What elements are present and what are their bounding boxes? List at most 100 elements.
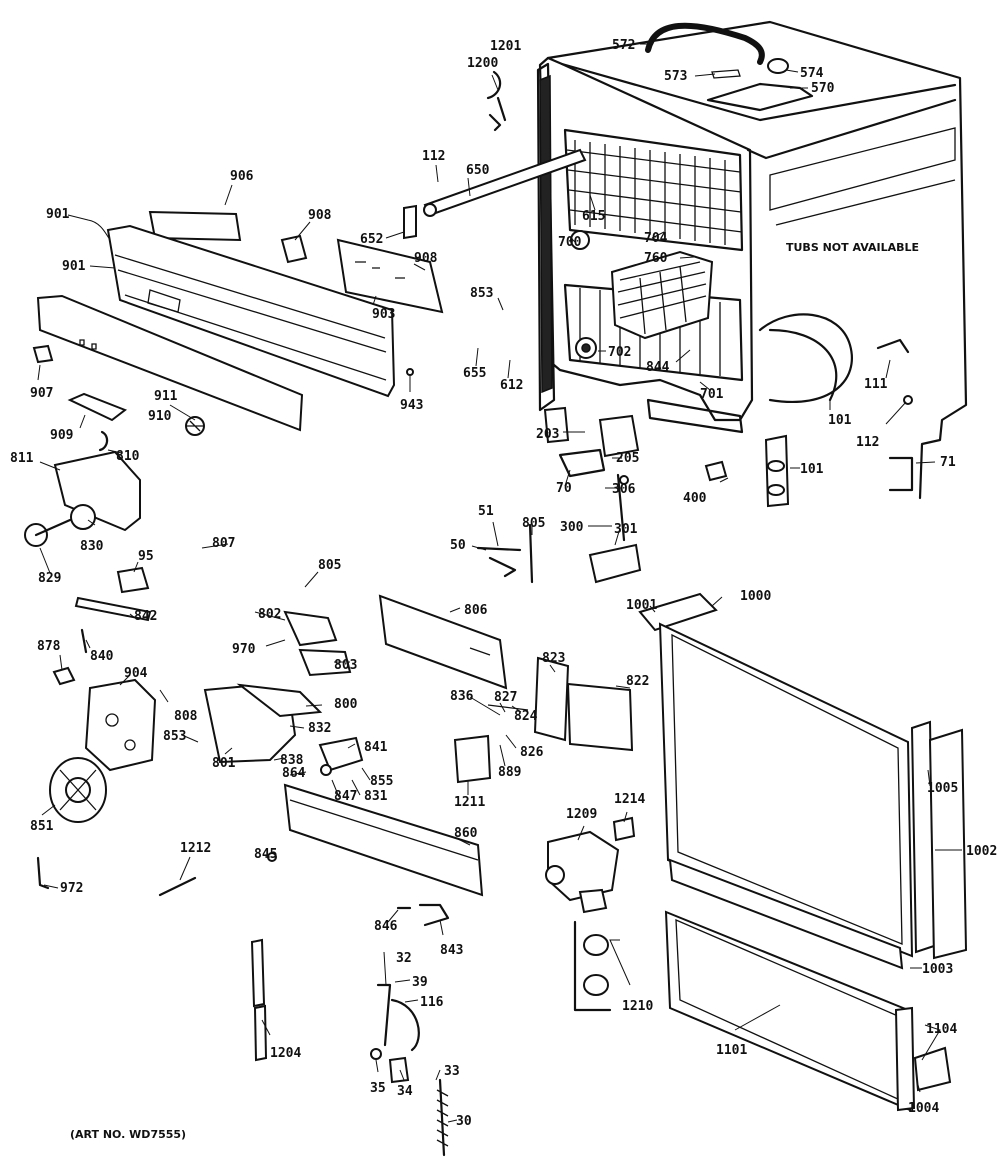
callout-904: 904	[124, 666, 148, 681]
callout-807: 807	[212, 536, 235, 551]
callout-702: 702	[608, 345, 631, 360]
callout-808: 808	[174, 709, 198, 724]
callout-805-center: 805	[318, 558, 341, 573]
callout-760: 760	[644, 251, 668, 266]
control-panel-assembly	[32, 210, 444, 436]
callout-1101: 1101	[716, 1043, 747, 1058]
pump-motor	[543, 406, 642, 584]
timer-assembly	[49, 678, 157, 823]
callout-801: 801	[212, 756, 236, 771]
callout-1004: 1004	[908, 1101, 939, 1116]
callout-907: 907	[30, 386, 53, 401]
callout-972: 972	[60, 881, 83, 896]
callout-95: 95	[138, 549, 154, 564]
tub-assembly	[536, 20, 968, 500]
callout-878: 878	[37, 639, 61, 654]
callout-300: 300	[560, 520, 584, 535]
door-panel-lower	[664, 910, 952, 1112]
callout-800: 800	[334, 697, 358, 712]
callout-970: 970	[232, 642, 256, 657]
callout-572: 572	[612, 38, 635, 53]
callout-570: 570	[811, 81, 835, 96]
callout-901-outer: 901	[46, 207, 70, 222]
callout-51: 51	[478, 504, 494, 519]
callout-1104: 1104	[926, 1022, 957, 1037]
callout-1211: 1211	[454, 795, 485, 810]
callout-1000: 1000	[740, 589, 771, 604]
callout-853: 853	[470, 286, 493, 301]
callout-806: 806	[464, 603, 488, 618]
callout-864: 864	[282, 766, 306, 781]
callout-908: 908	[414, 251, 438, 266]
callout-30: 30	[456, 1114, 472, 1129]
callout-827: 827	[494, 690, 517, 705]
callout-1210: 1210	[622, 999, 653, 1014]
callout-823: 823	[542, 651, 565, 666]
callout-826: 826	[520, 745, 544, 760]
callout-34: 34	[397, 1084, 413, 1099]
callout-573: 573	[664, 69, 687, 84]
callout-1212: 1212	[180, 841, 211, 856]
callout-910: 910	[148, 409, 172, 424]
callout-205: 205	[616, 451, 639, 466]
tub-handle	[645, 22, 765, 65]
drain-hose	[768, 328, 838, 402]
callout-labels: 572 573 574 570 1200 1201 112 650 906 90…	[10, 38, 997, 1129]
callout-889: 889	[498, 765, 521, 780]
callout-845: 845	[254, 847, 277, 862]
timer-knob	[24, 430, 141, 547]
spray-arm-wheels	[570, 230, 597, 359]
callout-70: 70	[556, 481, 572, 496]
callout-203: 203	[536, 427, 559, 442]
callout-652: 652	[360, 232, 383, 247]
callout-116: 116	[420, 995, 444, 1010]
callout-847: 847	[334, 789, 357, 804]
callout-1200: 1200	[467, 56, 498, 71]
callout-101-right: 101	[800, 462, 824, 477]
callout-1209: 1209	[566, 807, 597, 822]
callout-838: 838	[280, 753, 304, 768]
rack-clip	[486, 70, 507, 132]
callout-843: 843	[440, 943, 463, 958]
art-number-label: (ART NO. WD7555)	[70, 1128, 186, 1141]
callout-805: 805	[522, 516, 545, 531]
callout-71: 71	[940, 455, 956, 470]
callout-906: 906	[230, 169, 254, 184]
callout-855: 855	[370, 774, 393, 789]
callout-650: 650	[466, 163, 490, 178]
callout-35: 35	[370, 1081, 386, 1096]
callout-860: 860	[454, 826, 478, 841]
callout-830: 830	[80, 539, 104, 554]
callout-612: 612	[500, 378, 523, 393]
leader-lines	[37, 43, 962, 1123]
callout-704: 704	[644, 231, 668, 246]
valve-fittings	[573, 920, 612, 1012]
callout-943: 943	[400, 398, 423, 413]
callout-911: 911	[154, 389, 178, 404]
hose-clamp-parts	[704, 338, 914, 508]
callout-842: 842	[134, 609, 157, 624]
callout-822: 822	[626, 674, 649, 689]
silverware-basket	[610, 250, 714, 340]
tub-vent-assembly	[706, 58, 814, 112]
callout-909: 909	[50, 428, 73, 443]
callout-831: 831	[364, 789, 388, 804]
callout-1204: 1204	[270, 1046, 301, 1061]
callout-400: 400	[683, 491, 707, 506]
callout-1214: 1214	[614, 792, 645, 807]
callout-701: 701	[700, 387, 724, 402]
lower-panel-bracket	[283, 783, 484, 897]
callout-832: 832	[308, 721, 331, 736]
callout-615: 615	[582, 209, 605, 224]
callout-306: 306	[612, 482, 636, 497]
callout-50: 50	[450, 538, 466, 553]
callout-655: 655	[463, 366, 486, 381]
rack-rail	[423, 148, 587, 217]
center-upper-bracket	[378, 594, 508, 690]
callout-836: 836	[450, 689, 474, 704]
callout-851: 851	[30, 819, 54, 834]
callout-908-top: 908	[308, 208, 332, 223]
callout-802: 802	[258, 607, 281, 622]
